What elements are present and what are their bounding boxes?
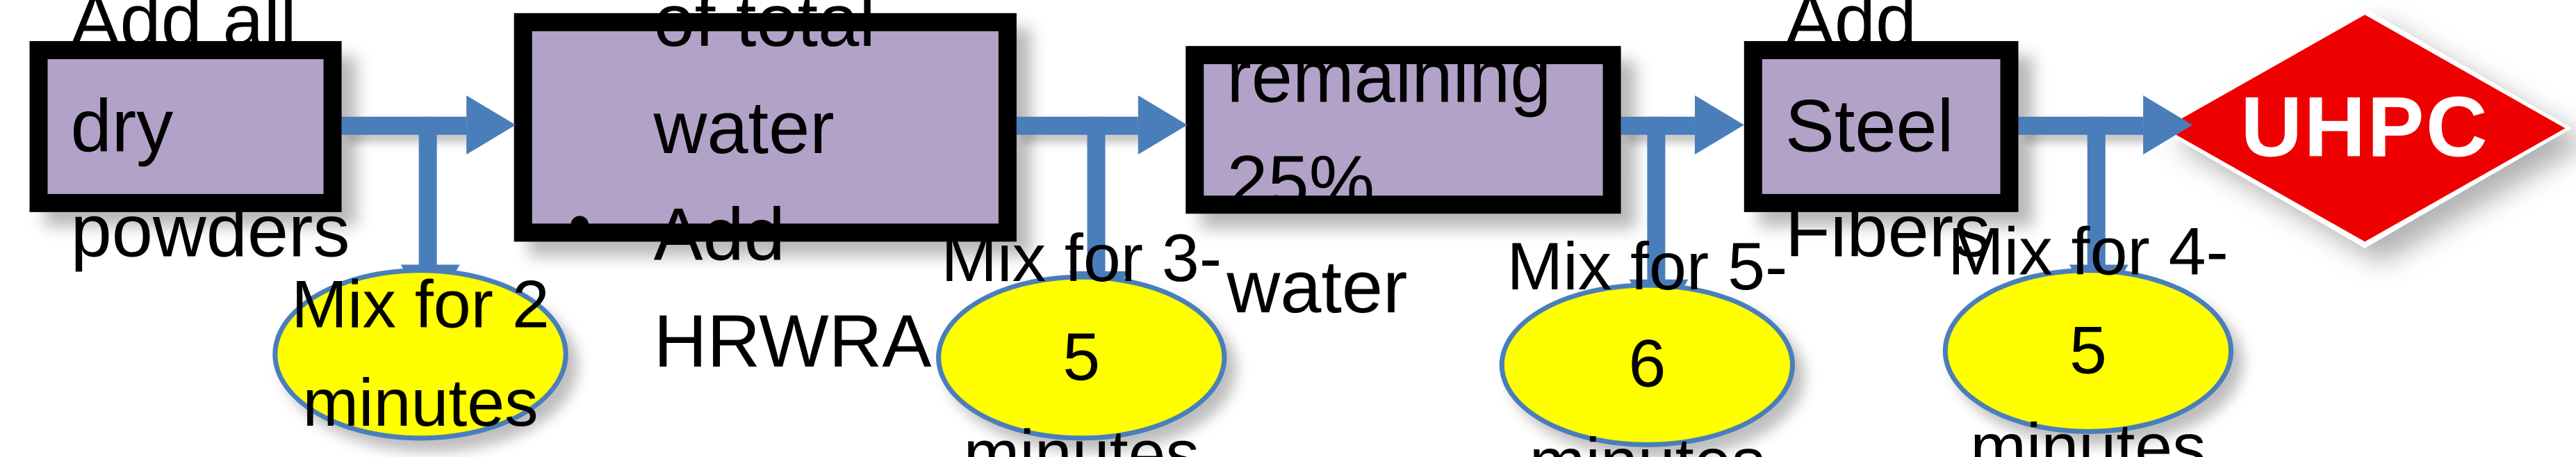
mix-ellipse-3-5-minutes[interactable]: Mix for 3- 5 minutes <box>936 221 1227 457</box>
result-diamond-label: UHPC <box>2240 80 2490 176</box>
mix-ellipse-1-label: Mix for 2 minutes <box>291 266 550 440</box>
connector-4-horizontal <box>2018 116 2144 135</box>
mix-ellipse-4-5-minutes[interactable]: Mix for 4- 5 minutes <box>1942 214 2234 457</box>
process-box-4-label: Add Steel Fibers <box>1785 0 1991 273</box>
process-box-3-label: Add remaining 25% water <box>1227 0 1552 329</box>
connector-3-arrowhead-right <box>1694 95 1744 155</box>
mix-ellipse-2-label: Mix for 3- 5 minutes <box>941 221 1222 457</box>
process-box-2-bullet-1: Add 75% of total water <box>545 0 985 181</box>
connector-2-arrowhead-right <box>1138 95 1188 155</box>
process-box-add-remaining-water[interactable]: Add remaining 25% water <box>1186 0 1621 328</box>
process-box-2-bullet-list: Add 75% of total water Add HRWRA <box>545 0 985 396</box>
connector-4-arrowhead-right <box>2143 95 2193 155</box>
connector-1-arrowhead-right <box>466 95 516 155</box>
connector-3-vertical <box>1647 116 1666 283</box>
result-diamond-uhpc[interactable]: UHPC <box>2158 8 2572 248</box>
mix-ellipse-4-label: Mix for 4- 5 minutes <box>1948 214 2229 457</box>
process-box-1-label: Add all dry powders <box>70 0 350 273</box>
process-box-2-bullet-2: Add HRWRA <box>545 178 985 395</box>
process-box-add-steel-fibers[interactable]: Add Steel Fibers <box>1744 0 2019 273</box>
process-box-add-water-hrwra[interactable]: Add 75% of total water Add HRWRA <box>514 0 1017 384</box>
mix-ellipse-3-label: Mix for 5- 6 minutes <box>1507 228 1788 457</box>
connector-1-horizontal <box>341 116 467 135</box>
process-box-add-dry-powders[interactable]: Add all dry powders <box>29 0 350 273</box>
mix-ellipse-2-minutes[interactable]: Mix for 2 minutes <box>272 266 568 441</box>
mix-ellipse-5-6-minutes[interactable]: Mix for 5- 6 minutes <box>1499 228 1796 457</box>
connector-2-horizontal <box>1016 116 1138 135</box>
connector-4-vertical <box>2087 116 2106 268</box>
connector-1-vertical <box>418 116 437 268</box>
connector-2-vertical <box>1087 116 1106 275</box>
